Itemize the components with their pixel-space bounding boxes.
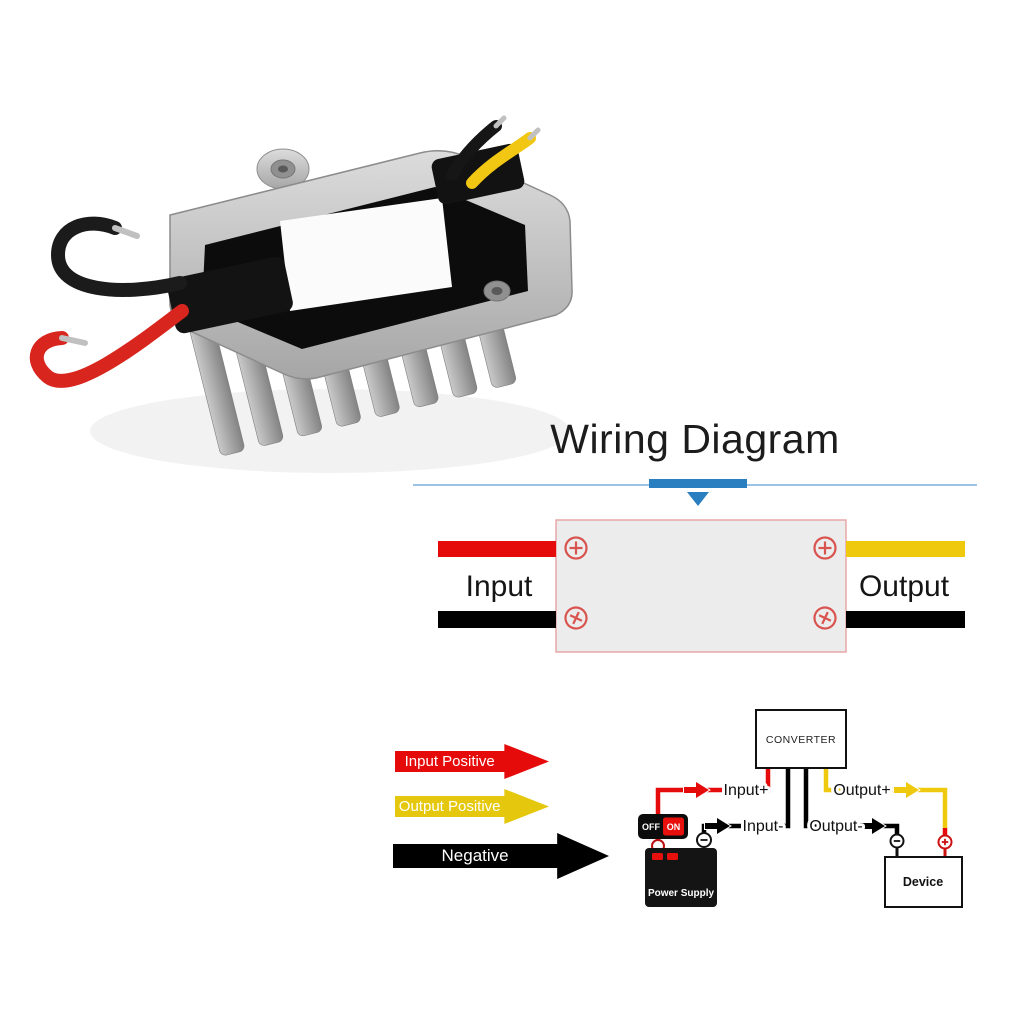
output-positive-wire: [846, 541, 965, 557]
output-positive-arrow-icon: [893, 781, 920, 799]
input-negative-label: Input-: [743, 818, 784, 835]
output-positive-label: Output+: [833, 782, 890, 799]
power-switch: OFF ON: [638, 814, 688, 839]
terminal-screw-icon: [813, 606, 837, 630]
output-label: Output: [859, 570, 950, 603]
legend-arrow-negative: Negative: [393, 833, 609, 879]
wire-tip: [112, 225, 140, 239]
input-positive-arrow-icon: [683, 781, 710, 799]
switch-off-label: OFF: [642, 822, 660, 832]
module-label-area: [280, 198, 452, 311]
screw-hole-icon: [270, 159, 296, 179]
screw-hole-icon: [483, 280, 511, 302]
wire-tip: [493, 115, 507, 129]
converter-block: [555, 519, 847, 653]
battery-cap: [667, 853, 678, 860]
legend-label-output-positive: Output Positive: [398, 798, 501, 815]
terminal-screw-icon: [564, 536, 588, 560]
divider-accent-bar: [649, 479, 747, 488]
output-negative-wire: [803, 768, 900, 835]
input-wire-connector: [167, 256, 293, 334]
wiring-block-diagram: Input Output: [438, 519, 965, 653]
photo-red-input-wire: [29, 304, 189, 388]
photo-black-output-wire: [446, 120, 502, 181]
converter-label: CONVERTER: [766, 734, 836, 746]
converter-box: CONVERTER: [755, 709, 847, 769]
legend-label-negative: Negative: [441, 846, 509, 865]
input-positive-wire: [655, 768, 771, 816]
down-arrow-icon: [687, 492, 709, 506]
legend-arrow-input-positive: Input Positive: [395, 744, 549, 779]
input-positive-wire: [438, 541, 556, 557]
battery-cap: [652, 853, 663, 860]
input-negative-arrow-icon: [704, 817, 731, 835]
page-title: Wiring Diagram: [550, 416, 840, 462]
input-label: Input: [466, 570, 533, 603]
product-photo: [29, 115, 573, 473]
legend-label-input-positive: Input Positive: [404, 753, 495, 770]
switch-on-label: ON: [667, 822, 681, 832]
input-negative-wire: [438, 611, 556, 628]
output-positive-wire: [823, 768, 948, 828]
photo-yellow-output-wire: [466, 132, 536, 189]
terminal-screw-icon: [813, 536, 837, 560]
input-positive-label: Input+: [724, 782, 769, 799]
switch-on-button: [663, 817, 684, 836]
wire-tip: [527, 127, 541, 141]
connection-schematic: CONVERTER Input+ Output+ Input- Output- …: [638, 709, 963, 908]
device-label: Device: [903, 875, 943, 889]
output-negative-wire: [846, 611, 965, 628]
photo-black-input-wire: [50, 216, 187, 297]
output-negative-label: Output-: [809, 818, 862, 835]
output-negative-arrow-icon: [859, 817, 886, 835]
power-supply-label: Power Supply: [648, 888, 715, 899]
legend-arrow-output-positive: Output Positive: [395, 789, 549, 824]
schematic-wires: [655, 768, 948, 841]
wire-tip: [59, 335, 88, 346]
terminal-screw-icon: [564, 606, 588, 630]
device-box: Device: [884, 833, 963, 908]
power-supply-battery: Power Supply: [645, 832, 717, 907]
